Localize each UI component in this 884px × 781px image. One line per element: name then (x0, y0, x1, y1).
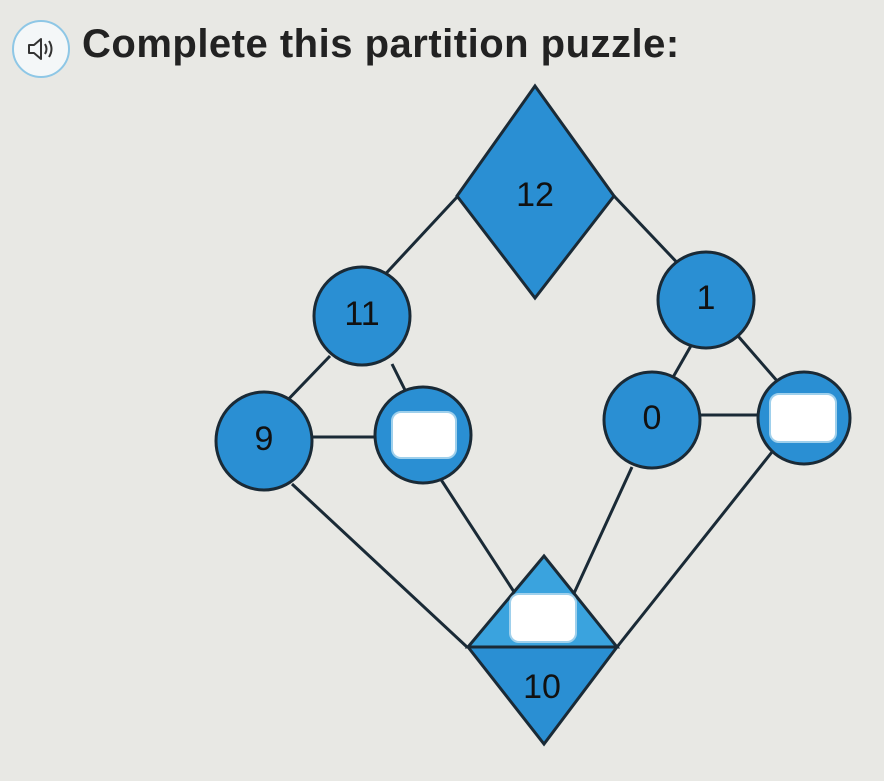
bottom-answer-input[interactable] (509, 593, 577, 643)
circle-left-value: 9 (255, 420, 274, 458)
bottom-diamond-value: 10 (523, 668, 561, 706)
circle-right-upper-value: 1 (697, 279, 716, 317)
circle-upper-left-value: 11 (344, 295, 379, 333)
circle-node-upper-left (312, 265, 412, 367)
audio-button[interactable] (12, 20, 70, 78)
speaker-icon (28, 38, 53, 60)
center-answer-input[interactable] (391, 411, 457, 459)
prompt-text: Complete this partition puzzle: (82, 22, 680, 66)
top-diamond-node (455, 83, 616, 301)
circle-right-value: 0 (643, 399, 662, 437)
circle-node-right (602, 370, 702, 470)
right-answer-input[interactable] (769, 393, 837, 443)
top-diamond-value: 12 (516, 176, 554, 214)
bottom-diamond-lower-half (464, 645, 621, 747)
circle-node-left (214, 390, 314, 492)
circle-node-right-upper (656, 250, 756, 350)
